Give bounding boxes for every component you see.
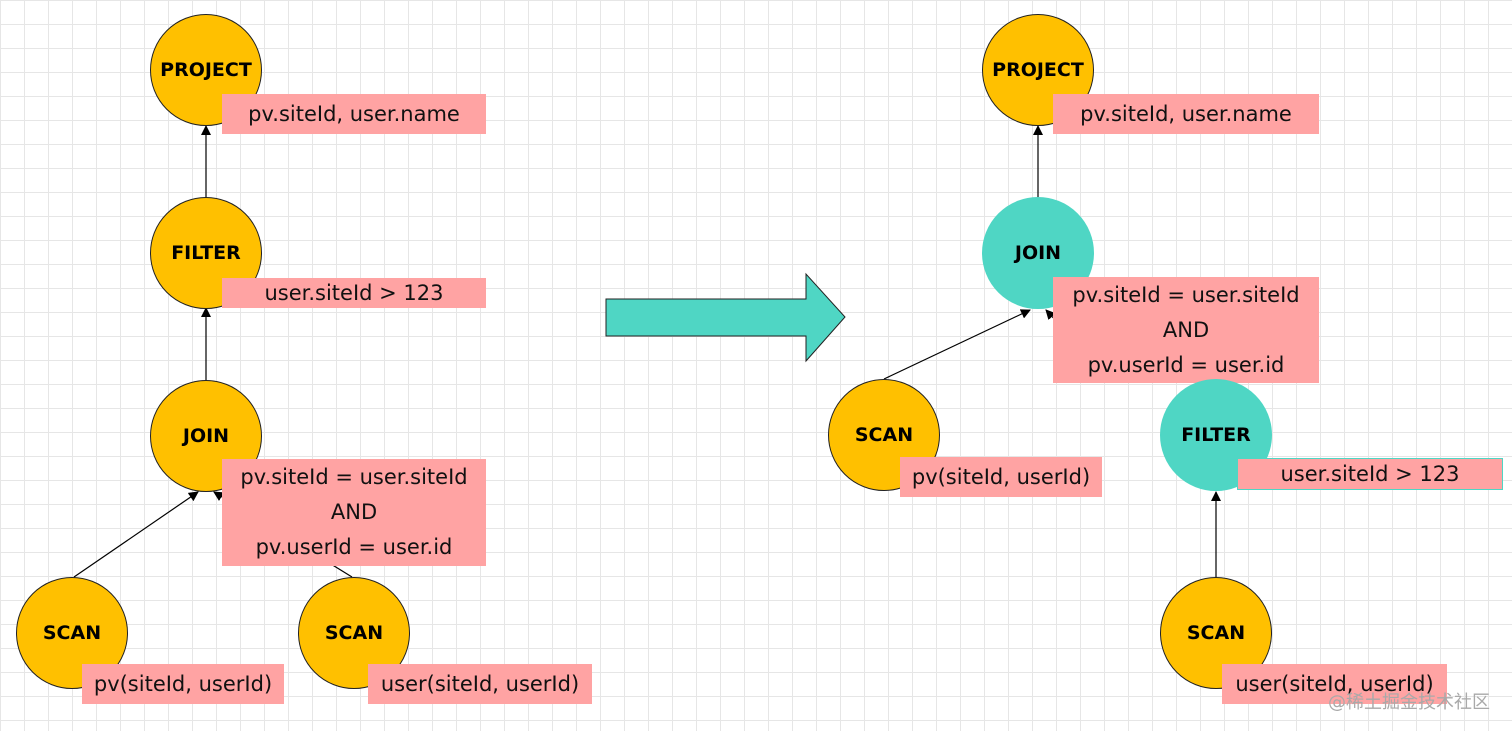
before-filter-label: user.siteId > 123 (222, 278, 486, 308)
after-scan-user-title: SCAN (1186, 622, 1246, 644)
before-join-condition-1: pv.siteId = user.siteId (240, 465, 468, 489)
after-project-title: PROJECT (992, 59, 1084, 81)
after-join-condition-2: pv.userId = user.id (1087, 352, 1285, 377)
before-join-condition-2: pv.userId = user.id (255, 535, 453, 559)
before-join-condition-and: AND (330, 500, 378, 524)
before-project-title: PROJECT (160, 59, 252, 81)
watermark: @稀土掘金技术社区 (1328, 692, 1490, 713)
after-join-title: JOIN (1014, 242, 1062, 264)
after-filter-title: FILTER (1181, 424, 1251, 446)
after-join-condition-and: AND (1162, 317, 1210, 342)
after-scan-user-label: user(siteId, userId) (1222, 664, 1447, 704)
before-scan-user-title: SCAN (324, 622, 384, 644)
before-project-label: pv.siteId, user.name (222, 94, 486, 134)
after-join-condition-1: pv.siteId = user.siteId (1072, 282, 1300, 307)
after-scan-pv-label: pv(siteId, userId) (900, 457, 1102, 497)
before-filter-title: FILTER (171, 242, 241, 264)
before-join-title: JOIN (182, 425, 230, 447)
after-join-label: pv.siteId = user.siteId AND pv.userId = … (1053, 277, 1319, 383)
edge-before-scanpv-to-join (73, 491, 199, 578)
before-scan-user-label: user(siteId, userId) (368, 664, 592, 704)
after-scan-pv-title: SCAN (854, 424, 914, 446)
after-project-label: pv.siteId, user.name (1053, 94, 1319, 134)
after-filter-label: user.siteId > 123 (1237, 458, 1503, 490)
before-scan-pv-label: pv(siteId, userId) (82, 664, 284, 704)
transform-arrow-shape (605, 272, 846, 363)
before-scan-pv-title: SCAN (42, 622, 102, 644)
before-join-label: pv.siteId = user.siteId AND pv.userId = … (222, 459, 486, 566)
edge-after-scanpv-to-join (883, 309, 1031, 380)
